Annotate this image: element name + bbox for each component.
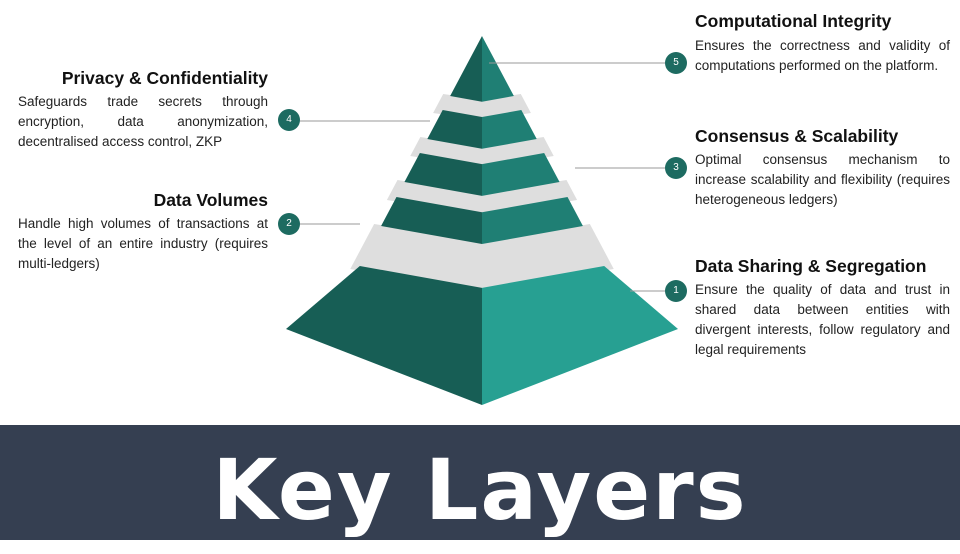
connector-lines bbox=[300, 62, 665, 292]
layer-2-title: Data Volumes bbox=[153, 190, 268, 210]
footer-title: Key Layers bbox=[212, 441, 748, 539]
tier-2-left-face bbox=[381, 197, 482, 245]
tier-4-left-face bbox=[427, 110, 482, 149]
layer-1-title: Data Sharing & Segregation bbox=[695, 256, 927, 276]
layer-4-description: Safeguards trade secrets through encrypt… bbox=[18, 94, 268, 149]
footer-banner bbox=[0, 425, 960, 540]
layer-5-number-badge: 5 bbox=[665, 52, 687, 74]
layer-2-number-badge: 2 bbox=[278, 213, 300, 235]
tier-3-right-face bbox=[482, 153, 560, 196]
tier-2-right-face bbox=[482, 197, 583, 245]
layer-1-description: Ensure the quality of data and trust in … bbox=[695, 282, 950, 357]
layer-4-title: Privacy & Confidentiality bbox=[61, 68, 268, 88]
tier-1-left-face bbox=[286, 266, 482, 405]
tier-5-left-face bbox=[450, 36, 482, 102]
layer-4-number-badge: 4 bbox=[278, 109, 300, 131]
tier-4-right-face bbox=[482, 110, 537, 149]
layer-2-description: Handle high volumes of transactions at t… bbox=[18, 216, 268, 271]
tier-1-right-face bbox=[482, 266, 678, 405]
layer-3-title: Consensus & Scalability bbox=[695, 126, 899, 146]
layer-5-title: Computational Integrity bbox=[695, 11, 892, 31]
tier-3-left-face bbox=[404, 153, 482, 196]
pyramid-tiers bbox=[286, 36, 678, 405]
separator-band-4 bbox=[350, 224, 614, 292]
tier-5-right-face bbox=[482, 36, 514, 102]
pyramid-diagram bbox=[286, 36, 678, 405]
layer-5-description: Ensures the correctness and validity of … bbox=[695, 38, 950, 73]
layer-3-number-badge: 3 bbox=[665, 157, 687, 179]
layer-1-number-badge: 1 bbox=[665, 280, 687, 302]
layer-3-description: Optimal consensus mechanism to increase … bbox=[695, 152, 950, 207]
